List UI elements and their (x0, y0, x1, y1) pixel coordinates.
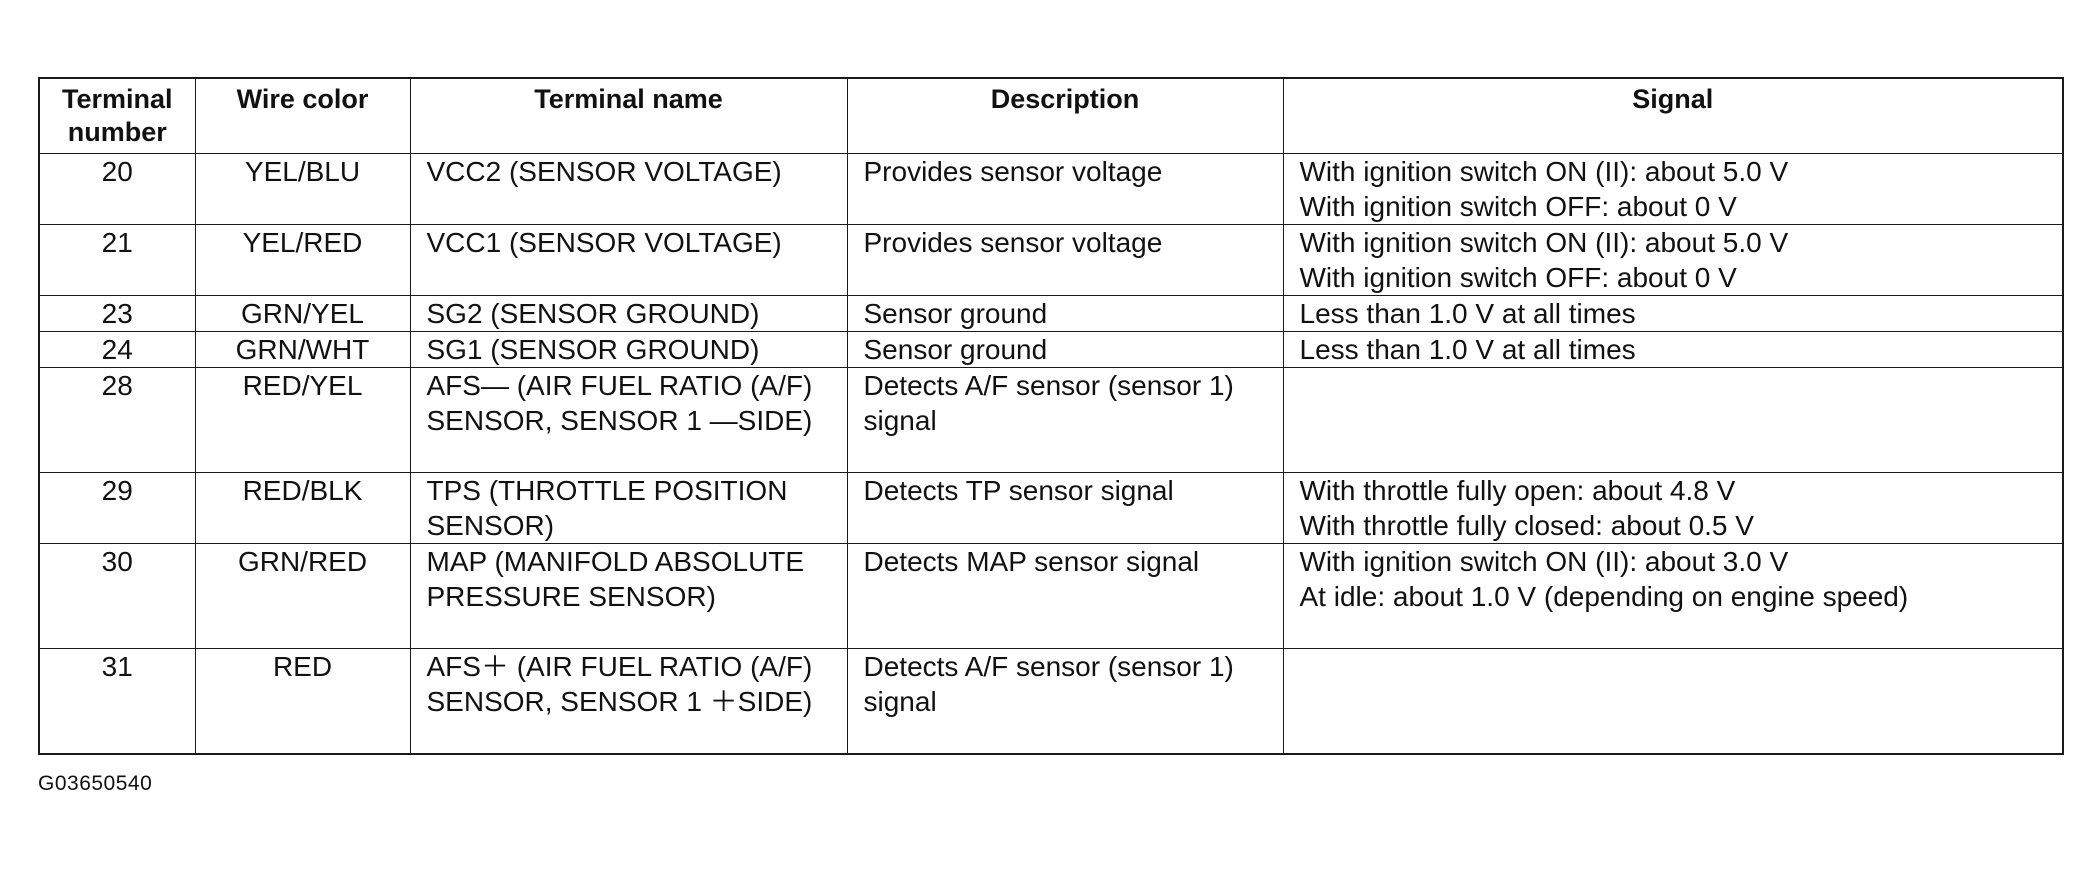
signal-cell: Less than 1.0 V at all times (1282, 331, 2064, 368)
signal-line: At idle: about 1.0 V (depending on engin… (1299, 581, 1909, 612)
signal-line: With ignition switch OFF: about 0 V (1299, 191, 1737, 222)
terminal-name-cell: SG1 (SENSOR GROUND) (409, 331, 848, 368)
description-cell: Detects TP sensor signal (846, 472, 1284, 544)
signal-line: With ignition switch OFF: about 0 V (1299, 262, 1737, 293)
description-cell: Provides sensor voltage (846, 153, 1284, 225)
header-terminal-name: Terminal name (409, 77, 848, 154)
description-cell: Detects A/F sensor (sensor 1) signal (846, 648, 1284, 754)
terminal-name-cell: VCC1 (SENSOR VOLTAGE) (409, 224, 848, 296)
terminal-number-cell: 23 (38, 295, 196, 332)
signal-cell: With ignition switch ON (II): about 5.0 … (1282, 224, 2064, 296)
description-cell: Detects A/F sensor (sensor 1) signal (846, 367, 1284, 473)
figure-id: G03650540 (38, 772, 153, 795)
header-description: Description (846, 77, 1284, 154)
wire-color-cell: YEL/RED (194, 224, 411, 296)
signal-line: With ignition switch ON (II): about 5.0 … (1299, 227, 1789, 258)
terminal-name-cell: AFS— (AIR FUEL RATIO (A/F) SENSOR, SENSO… (409, 367, 848, 473)
wire-color-cell: RED/YEL (194, 367, 411, 473)
terminal-name-cell: AFS＋ (AIR FUEL RATIO (A/F) SENSOR, SENSO… (409, 648, 848, 754)
signal-line: With ignition switch ON (II): about 5.0 … (1299, 156, 1789, 187)
terminal-name-cell: VCC2 (SENSOR VOLTAGE) (409, 153, 848, 225)
signal-cell: With ignition switch ON (II): about 5.0 … (1282, 153, 2064, 225)
signal-cell (1282, 648, 2064, 754)
wire-color-cell: RED (194, 648, 411, 754)
signal-line: Less than 1.0 V at all times (1299, 334, 1636, 365)
header-wire-color: Wire color (194, 77, 411, 154)
signal-line: With ignition switch ON (II): about 3.0 … (1299, 546, 1789, 577)
table-header-row: Terminal number Wire color Terminal name… (38, 77, 2064, 154)
description-cell: Sensor ground (846, 295, 1284, 332)
terminal-table-sheet: Terminal number Wire color Terminal name… (38, 77, 2064, 755)
terminal-number-cell: 29 (38, 472, 196, 544)
wire-color-cell: GRN/RED (194, 543, 411, 649)
wire-color-cell: YEL/BLU (194, 153, 411, 225)
signal-cell: Less than 1.0 V at all times (1282, 295, 2064, 332)
signal-cell (1282, 367, 2064, 473)
terminal-name-cell: MAP (MANIFOLD ABSOLUTE PRESSURE SENSOR) (409, 543, 848, 649)
wire-color-cell: RED/BLK (194, 472, 411, 544)
signal-line: Less than 1.0 V at all times (1299, 298, 1636, 329)
wire-color-cell: GRN/YEL (194, 295, 411, 332)
terminal-number-cell: 21 (38, 224, 196, 296)
signal-line: With throttle fully closed: about 0.5 V (1299, 510, 1754, 541)
terminal-table: Terminal number Wire color Terminal name… (38, 77, 2064, 755)
terminal-number-cell: 28 (38, 367, 196, 473)
wire-color-cell: GRN/WHT (194, 331, 411, 368)
signal-cell: With throttle fully open: about 4.8 V Wit… (1282, 472, 2064, 544)
signal-cell: With ignition switch ON (II): about 3.0 … (1282, 543, 2064, 649)
terminal-number-cell: 20 (38, 153, 196, 225)
terminal-name-cell: SG2 (SENSOR GROUND) (409, 295, 848, 332)
terminal-number-cell: 31 (38, 648, 196, 754)
signal-line: With throttle fully open: about 4.8 V (1299, 475, 1736, 506)
terminal-number-cell: 24 (38, 331, 196, 368)
terminal-number-cell: 30 (38, 543, 196, 649)
header-signal: Signal (1282, 77, 2064, 154)
terminal-name-cell: TPS (THROTTLE POSITION SENSOR) (409, 472, 848, 544)
description-cell: Detects MAP sensor signal (846, 543, 1284, 649)
description-cell: Sensor ground (846, 331, 1284, 368)
header-terminal-number: Terminal number (38, 77, 196, 154)
description-cell: Provides sensor voltage (846, 224, 1284, 296)
